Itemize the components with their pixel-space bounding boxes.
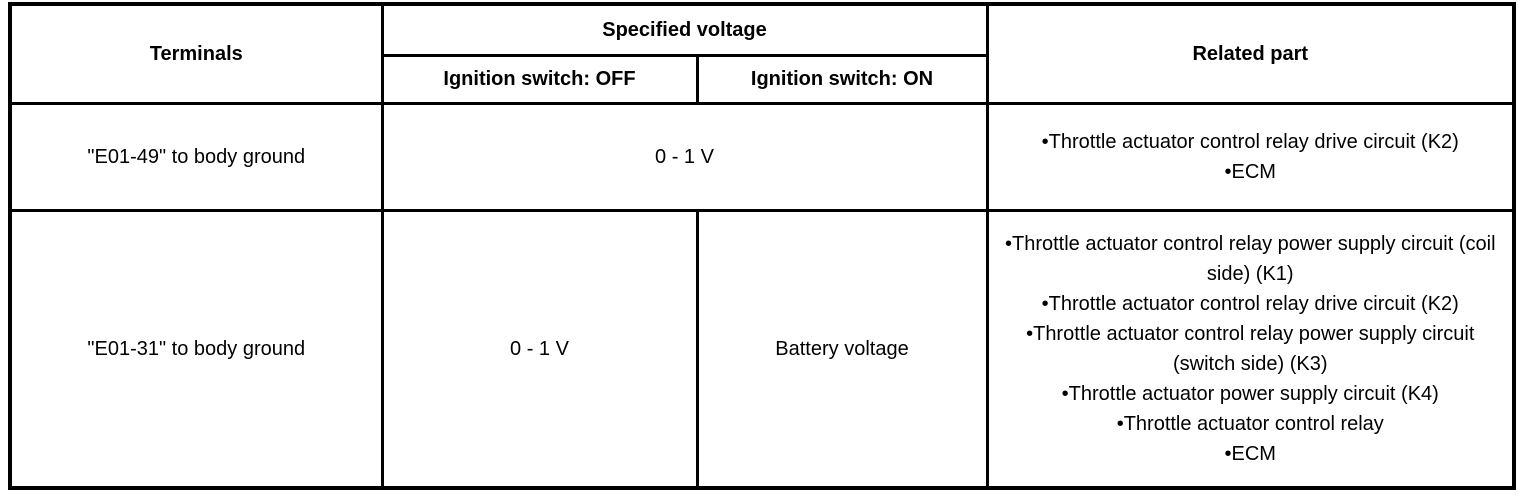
related-part-list: •Throttle actuator control relay power s… (995, 229, 1507, 469)
header-terminals: Terminals (8, 2, 384, 105)
related-part-item: •Throttle actuator control relay drive c… (1041, 130, 1459, 153)
voltage-cell-on: Battery voltage (695, 208, 989, 490)
related-part-item: •Throttle actuator control relay power s… (1026, 322, 1475, 375)
terminal-cell-e01-49: "E01-49" to body ground (8, 101, 384, 212)
related-part-item: •Throttle actuator control relay power s… (1004, 232, 1496, 285)
voltage-cell-merged: 0 - 1 V (380, 101, 989, 212)
related-part-item: •ECM (1224, 442, 1276, 465)
header-related-part: Related part (985, 2, 1516, 105)
related-part-item: •Throttle actuator power supply circuit … (1061, 382, 1439, 405)
related-part-cell: •Throttle actuator control relay drive c… (985, 101, 1516, 212)
terminal-cell-e01-31: "E01-31" to body ground (8, 208, 384, 490)
related-part-list: •Throttle actuator control relay drive c… (995, 127, 1507, 187)
voltage-spec-table: Terminals Specified voltage Related part… (8, 2, 1516, 490)
related-part-item: •Throttle actuator control relay (1116, 412, 1384, 435)
table-row: "E01-49" to body ground 0 - 1 V •Throttl… (8, 101, 1516, 212)
related-part-cell: •Throttle actuator control relay power s… (985, 208, 1516, 490)
voltage-cell-off: 0 - 1 V (380, 208, 699, 490)
header-ignition-switch-off: Ignition switch: OFF (380, 53, 699, 105)
related-part-item: •ECM (1224, 160, 1276, 183)
header-ignition-switch-on: Ignition switch: ON (695, 53, 989, 105)
header-specified-voltage: Specified voltage (380, 2, 989, 57)
table-row: "E01-31" to body ground 0 - 1 V Battery … (8, 208, 1516, 490)
related-part-item: •Throttle actuator control relay drive c… (1041, 292, 1459, 315)
